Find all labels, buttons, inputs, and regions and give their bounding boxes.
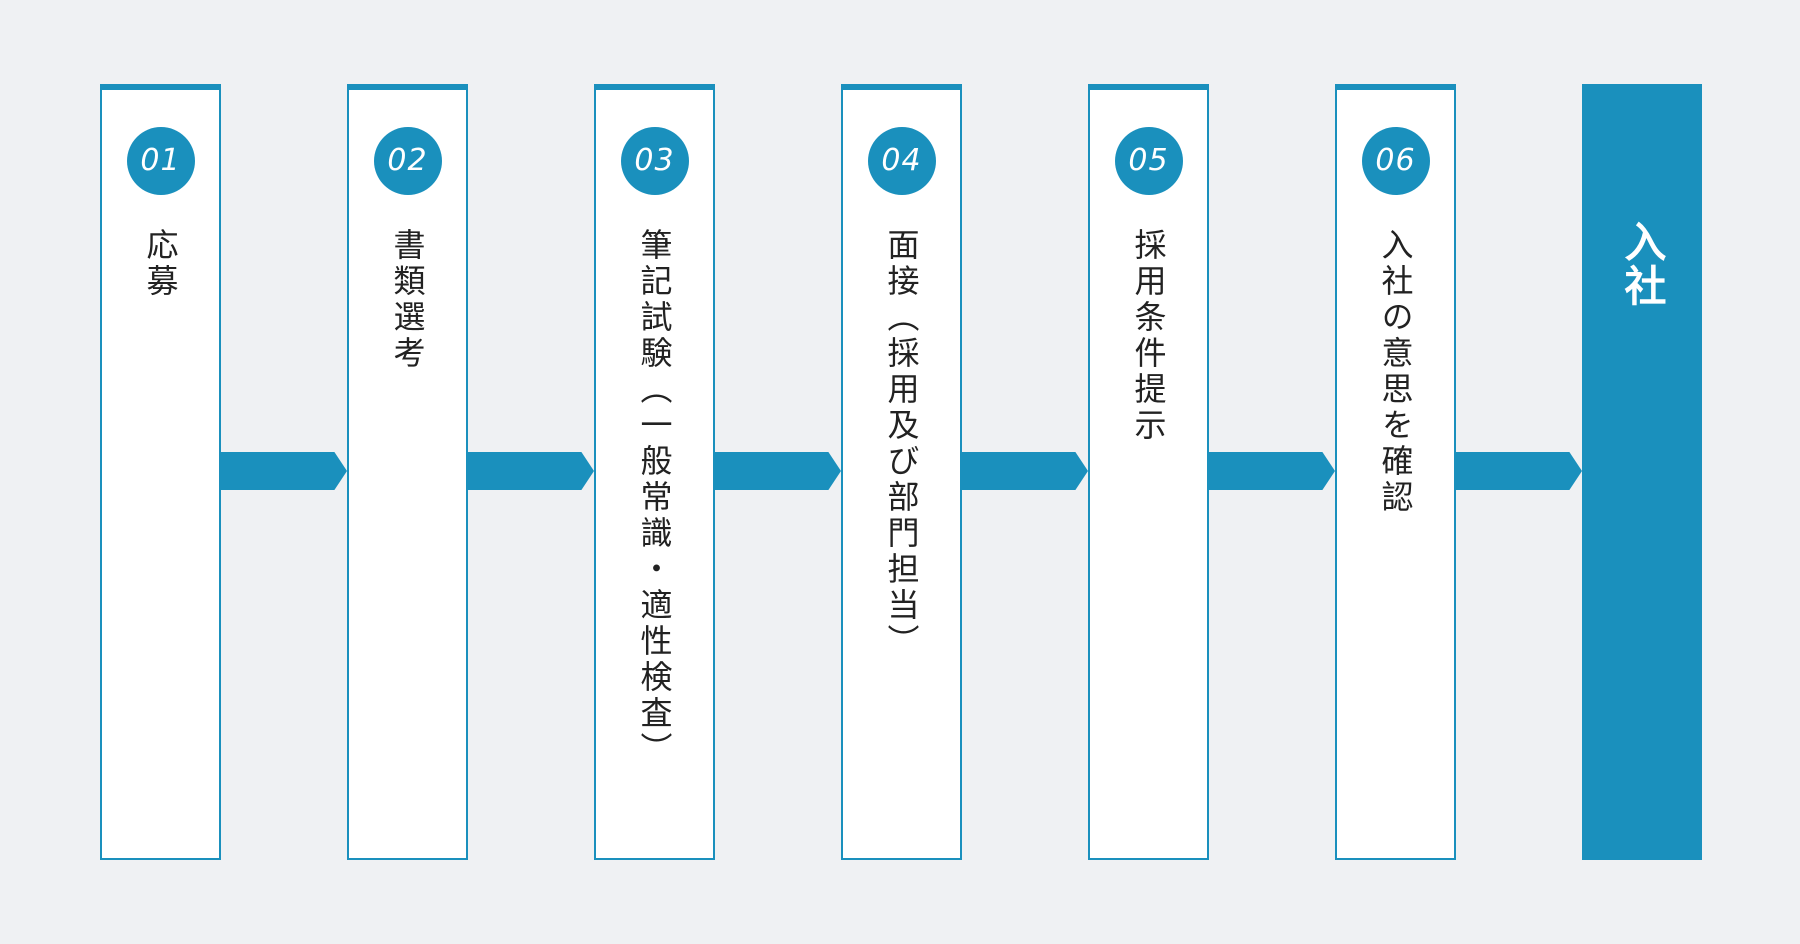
final-step-card: 入社 [1582, 84, 1702, 860]
step-number-badge: 05 [1114, 127, 1183, 195]
arrow-right-icon [1456, 452, 1582, 490]
arrow-right-icon [1209, 452, 1335, 490]
step-label: 採用条件提示 [1129, 228, 1168, 444]
step-card-01: 01 応募 [100, 84, 221, 860]
step-card-05: 05 採用条件提示 [1088, 84, 1209, 860]
step-card-04: 04 面接（採用及び部門担当） [841, 84, 962, 860]
final-step-label: 入社 [1618, 220, 1667, 308]
step-card-02: 02 書類選考 [347, 84, 468, 860]
step-number-badge: 01 [126, 127, 195, 195]
step-label: 応募 [141, 228, 180, 300]
step-label: 書類選考 [388, 228, 427, 372]
step-label: 面接（採用及び部門担当） [882, 228, 921, 660]
arrow-right-icon [715, 452, 841, 490]
step-label: 筆記試験（一般常識・適性検査） [635, 228, 674, 768]
step-number-badge: 02 [373, 127, 442, 195]
step-number-badge: 03 [620, 127, 689, 195]
arrow-right-icon [468, 452, 594, 490]
step-card-06: 06 入社の意思を確認 [1335, 84, 1456, 860]
step-number-badge: 04 [867, 127, 936, 195]
step-number-badge: 06 [1361, 127, 1430, 195]
step-card-03: 03 筆記試験（一般常識・適性検査） [594, 84, 715, 860]
arrow-right-icon [962, 452, 1088, 490]
step-label: 入社の意思を確認 [1376, 228, 1415, 516]
arrow-right-icon [221, 452, 347, 490]
